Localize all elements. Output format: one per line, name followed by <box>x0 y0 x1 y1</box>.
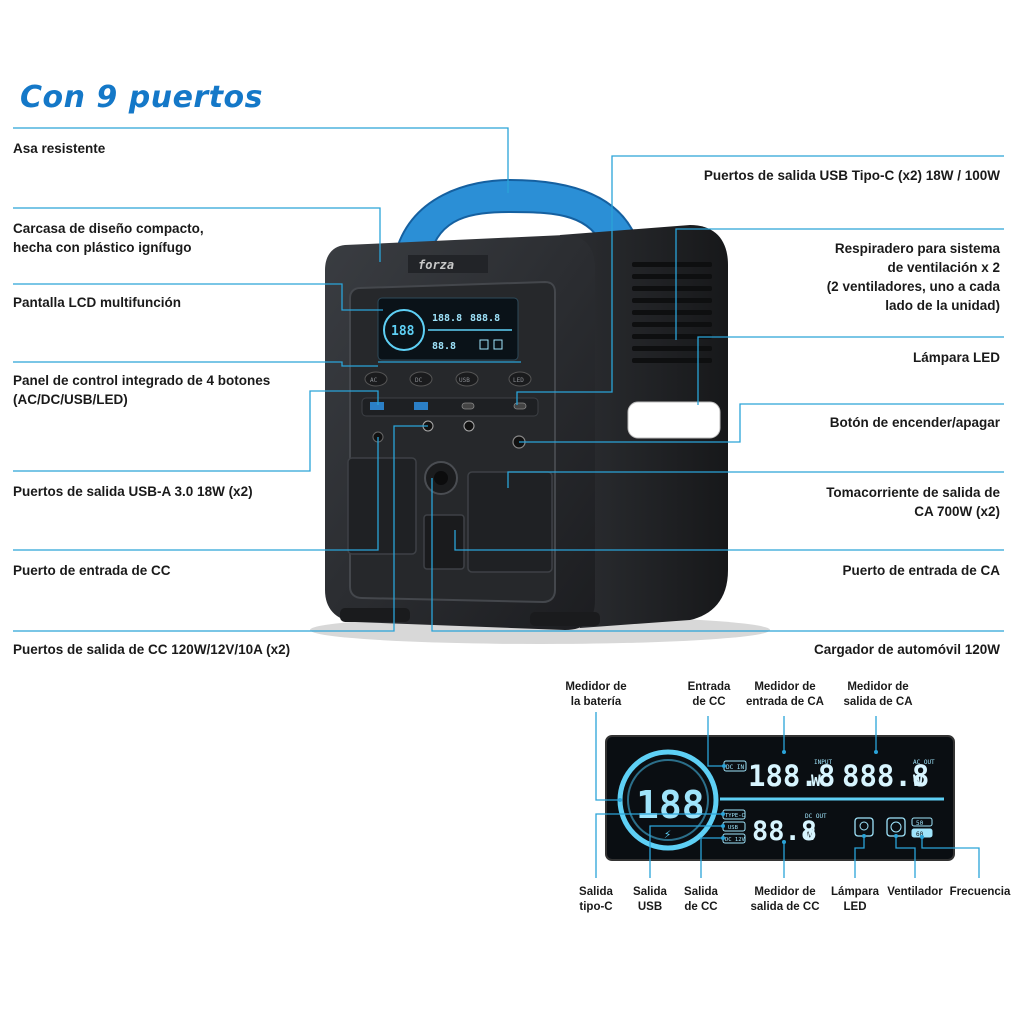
lcd-leader-lines <box>595 712 980 878</box>
label-ac-outlet-2: CA 700W (x2) <box>914 504 1000 519</box>
device-lcd-input: 188.8 <box>432 313 462 324</box>
label-dc-input: Puerto de entrada de CC <box>13 563 171 578</box>
ac-outlet-left <box>347 457 417 555</box>
ac-outlet-right <box>467 471 553 573</box>
label-led-lamp: Lámpara LED <box>912 350 1000 365</box>
button-led-label: LED <box>513 377 524 384</box>
label-housing-1: Carcasa de diseño compacto, <box>13 221 204 236</box>
lcd-acout-value: 888.8 <box>842 759 929 793</box>
lcd-dcout-unit: W <box>805 825 815 844</box>
brand-plate <box>408 255 488 273</box>
label-control-panel-2: (AC/DC/USB/LED) <box>13 392 128 407</box>
leader-lines <box>13 127 1004 632</box>
lcd-hz50: 50 <box>916 820 924 827</box>
lcd-input-value: 188.8 <box>748 759 835 793</box>
label-ac-outlet-1: Tomacorriente de salida de <box>826 485 1000 500</box>
usb-a-port-1 <box>370 402 384 410</box>
lcd-typec-tag: TYPE-C <box>725 813 745 819</box>
led-lamp <box>627 401 721 439</box>
label-vent-1: Respiradero para sistema <box>834 241 1000 256</box>
button-ac-label: AC <box>370 377 378 384</box>
usb-port-strip <box>361 397 539 417</box>
button-dc-label: DC <box>415 377 423 384</box>
lcd-dc12v-tag: DC 12V <box>725 837 746 843</box>
lcd-charge-icon: ⚡ <box>664 827 671 841</box>
label-usb-c: Puertos de salida USB Tipo-C (x2) 18W / … <box>703 168 1000 183</box>
lcd-hz60: 60 <box>916 831 924 838</box>
label-power-button: Botón de encender/apagar <box>829 415 1000 430</box>
device-lcd <box>377 297 519 361</box>
button-usb-label: USB <box>459 377 470 384</box>
button-row <box>364 371 532 387</box>
label-dc-output: Puertos de salida de CC 120W/12V/10A (x2… <box>13 642 291 657</box>
lcd-label-fan: Ventilador <box>887 886 943 898</box>
device-lcd-ring <box>383 309 425 351</box>
label-ac-input: Puerto de entrada de CA <box>842 563 1000 578</box>
label-vent-4: lado de la unidad) <box>885 298 1000 313</box>
usb-c-port-1 <box>461 402 475 410</box>
usb-a-port-2 <box>414 402 428 410</box>
lcd-input-tag: INPUT <box>814 759 832 766</box>
brand-logo: forza <box>418 258 454 272</box>
lcd-battery-unit: % <box>697 808 703 818</box>
label-lcd: Pantalla LCD multifunción <box>13 295 182 310</box>
label-vent-3: (2 ventiladores, uno a cada <box>826 279 1000 294</box>
device-lcd-battery: 188 <box>391 324 415 339</box>
lcd-input-unit: W <box>811 771 821 790</box>
side-vents <box>632 262 712 363</box>
ac-input-port <box>423 514 465 570</box>
lcd-label-frequency: Frecuencia <box>949 886 1011 898</box>
label-control-panel-1: Panel de control integrado de 4 botones <box>13 373 271 388</box>
lcd-dc-in-tag: DC IN <box>726 764 744 771</box>
page-title: Con 9 puertos <box>20 80 264 115</box>
usb-c-port-2 <box>513 402 527 410</box>
lcd-acout-tag: AC OUT <box>913 759 935 766</box>
label-car-charger: Cargador de automóvil 120W <box>813 642 1000 657</box>
lcd-battery-value: 188 <box>636 783 705 827</box>
device-lcd-acout: 888.8 <box>470 313 500 324</box>
device-lcd-dcout: 88.8 <box>432 341 456 352</box>
lcd-dcout-tag: DC OUT <box>805 813 827 820</box>
label-vent-2: de ventilación x 2 <box>887 260 1000 275</box>
lcd-acout-unit: W <box>913 771 923 790</box>
label-usb-a: Puertos de salida USB-A 3.0 18W (x2) <box>13 484 253 499</box>
label-handle: Asa resistente <box>13 141 106 156</box>
dc-out-port-2 <box>463 420 475 432</box>
label-housing-2: hecha con plástico ignífugo <box>13 240 192 255</box>
lcd-usb-tag: USB <box>728 825 739 831</box>
